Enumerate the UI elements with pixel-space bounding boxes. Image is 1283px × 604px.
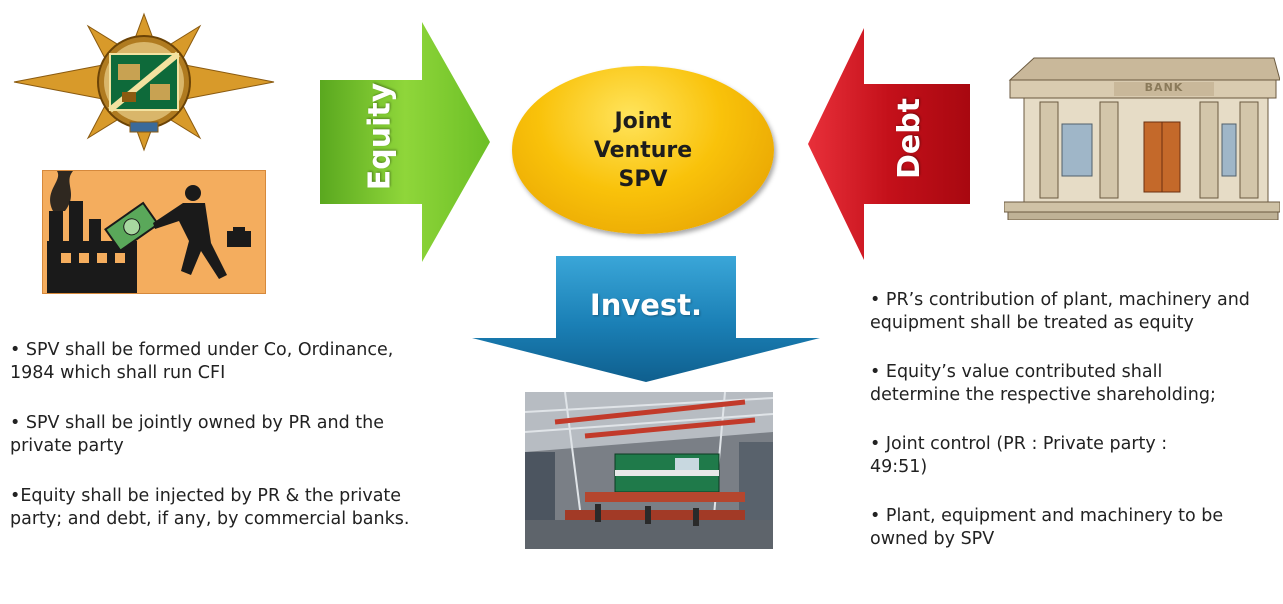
left-bullet-2: • SPV shall be jointly owned by PR and t…	[10, 413, 384, 456]
invest-arrow	[470, 254, 822, 384]
right-bullet-list: • PR’s contribution of plant, machinery …	[870, 289, 1270, 577]
locomotive-factory-photo	[525, 392, 773, 549]
right-bullet-1: • PR’s contribution of plant, machinery …	[870, 290, 1250, 333]
left-bullet-1: • SPV shall be formed under Co, Ordinanc…	[10, 340, 394, 383]
left-bullet-3: •Equity shall be injected by PR & the pr…	[10, 486, 410, 529]
railway-emblem	[10, 12, 278, 152]
right-bullet-3: • Joint control (PR : Private party : 49…	[870, 434, 1168, 477]
center-line-2: Venture	[593, 137, 693, 163]
equity-label: Equity	[362, 82, 398, 190]
equity-label-box: Equity	[330, 82, 430, 190]
right-bullet-2: • Equity’s value contributed shall deter…	[870, 362, 1216, 405]
center-line-3: SPV	[618, 166, 668, 192]
bank-sign: BANK	[1144, 81, 1184, 94]
right-bullet-4: • Plant, equipment and machinery to be o…	[870, 506, 1224, 549]
debt-label-box: Debt	[864, 92, 956, 184]
debt-label: Debt	[892, 97, 928, 179]
joint-venture-spv-circle: Joint Venture SPV	[512, 66, 774, 234]
center-line-1: Joint	[614, 108, 672, 134]
invest-label: Invest.	[589, 288, 703, 322]
left-bullet-list: • SPV shall be formed under Co, Ordinanc…	[10, 339, 460, 558]
equity-arrow	[312, 18, 496, 266]
bank-building: BANK	[1003, 52, 1281, 221]
debt-arrow	[804, 26, 976, 262]
investor-factory-illustration	[42, 170, 266, 294]
